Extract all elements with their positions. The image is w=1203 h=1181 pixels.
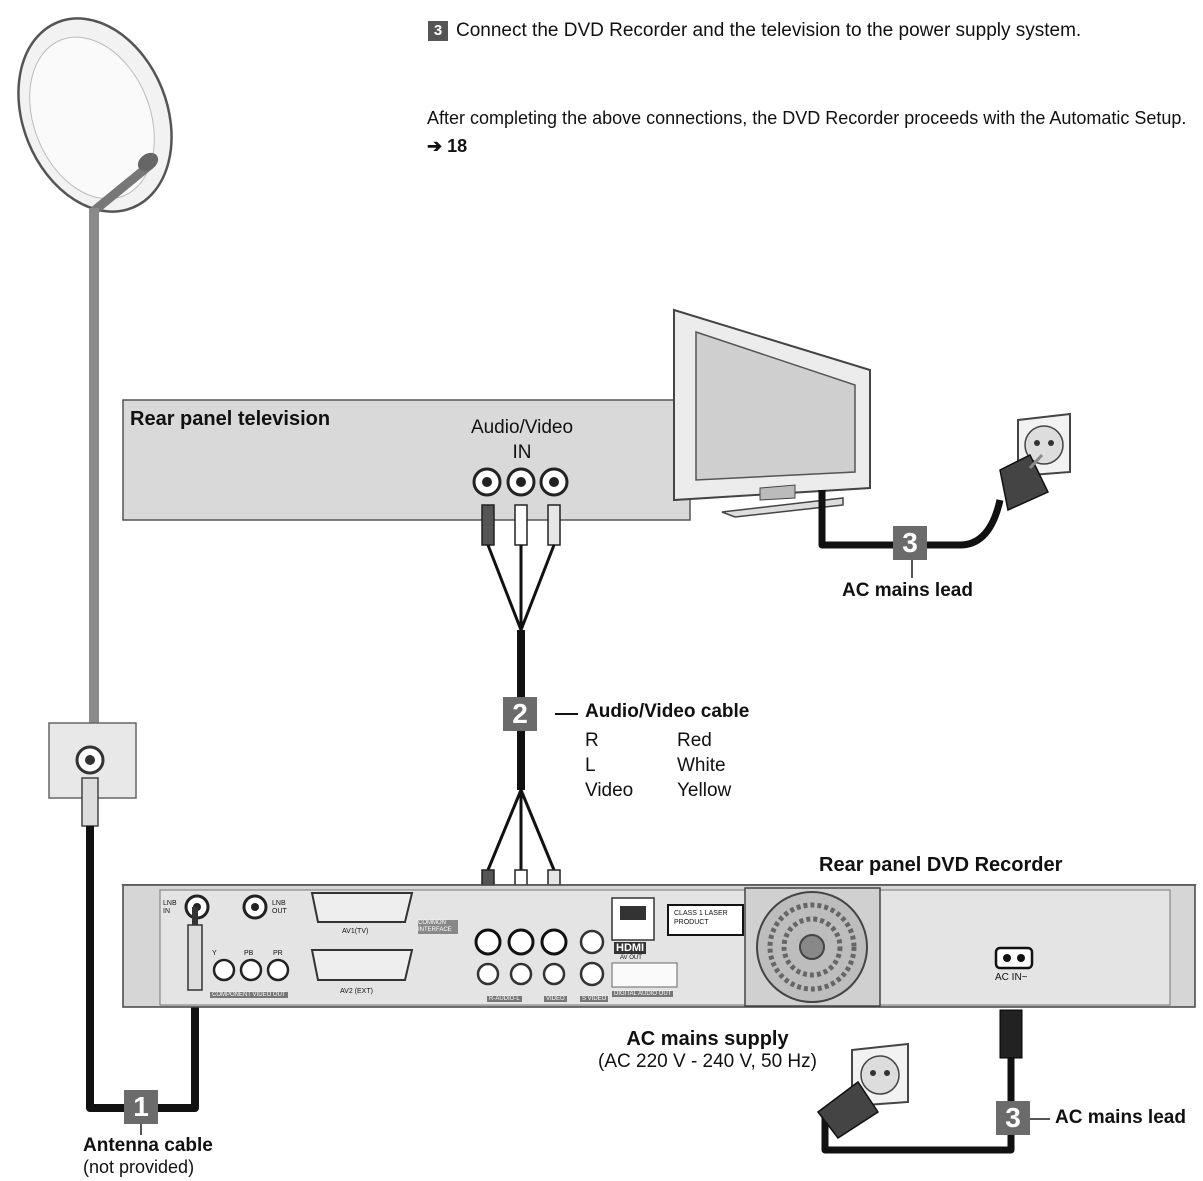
cable-code: R xyxy=(585,730,599,751)
cable-row-r: R Red xyxy=(585,728,731,753)
tv-rear-panel xyxy=(122,399,691,521)
common-interface-label: COMMON INTERFACE xyxy=(418,920,458,934)
ac-mains-lead-bottom-label: AC mains lead xyxy=(1055,1107,1186,1128)
pb-label: PB xyxy=(244,950,254,957)
av-in-label: Audio/Video IN xyxy=(452,415,592,465)
ac-supply-label: AC mains supply (AC 220 V - 240 V, 50 Hz… xyxy=(560,1028,855,1073)
cable-color: White xyxy=(677,755,726,776)
svideo-label: S VIDEO xyxy=(580,996,609,1002)
antenna-plug xyxy=(187,924,203,991)
audio-label: R-AUDIO-L xyxy=(487,996,522,1002)
hdmi-label: HDMI xyxy=(614,942,647,954)
av1-label: AV1(TV) xyxy=(342,928,369,935)
cable-color-table: R Red L White Video Yellow xyxy=(585,728,731,803)
tv-panel-title: Rear panel television xyxy=(130,408,331,430)
step-text: Connect the DVD Recorder and the televis… xyxy=(456,20,1082,41)
antenna-cable-note: (not provided) xyxy=(83,1157,195,1177)
cable-row-l: L White xyxy=(585,753,731,778)
cable-code: Video xyxy=(585,780,634,801)
cable-code: L xyxy=(585,755,596,776)
digital-audio-label: DIGITAL AUDIO OUT xyxy=(612,991,674,997)
satellite-dish-icon xyxy=(17,17,173,723)
step-3-badge-top: 3 xyxy=(893,526,927,560)
antenna-wall-socket xyxy=(48,722,137,827)
cable-color: Yellow xyxy=(677,780,732,801)
antenna-cable-title: Antenna cable xyxy=(83,1135,213,1156)
av-in-line2: IN xyxy=(512,442,532,463)
television-icon xyxy=(673,308,871,518)
dvd-power-plug xyxy=(999,1009,1023,1059)
power-plug-icon xyxy=(999,453,1050,512)
av-cable-label: Audio/Video cable xyxy=(585,701,750,722)
ac-supply-title: AC mains supply xyxy=(626,1028,789,1050)
step-instruction: 3 Connect the DVD Recorder and the televi… xyxy=(428,20,1081,42)
class1-label: CLASS 1 LASER PRODUCT xyxy=(674,910,728,926)
pr-label: PR xyxy=(273,950,283,957)
av-in-line1: Audio/Video xyxy=(470,417,574,438)
lnb-out-label: LNB OUT xyxy=(272,900,287,915)
dvd-panel-title: Rear panel DVD Recorder xyxy=(819,854,1063,876)
dvd-recorder-rear-panel xyxy=(121,884,1197,1008)
step-number-badge: 3 xyxy=(428,21,448,41)
video-label: VIDEO xyxy=(544,996,567,1002)
ac-in-label: AC IN~ xyxy=(995,972,1028,983)
component-label: COMPONENT VIDEO OUT xyxy=(210,992,288,998)
antenna-cable-label: Antenna cable (not provided) xyxy=(83,1135,213,1178)
cable-color: Red xyxy=(677,730,712,751)
ac-mains-lead-top-label: AC mains lead xyxy=(842,580,973,601)
step-3-badge-bottom: 3 xyxy=(996,1101,1030,1135)
y-label: Y xyxy=(212,950,217,957)
step-2-badge: 2 xyxy=(503,697,537,731)
power-plug-bottom-icon xyxy=(816,1080,880,1140)
after-connections-text: After completing the above connections, … xyxy=(427,104,1197,160)
hdmi-sub-label: AV OUT xyxy=(620,955,642,961)
cable-row-video: Video Yellow xyxy=(585,778,731,803)
step-1-badge: 1 xyxy=(124,1090,158,1124)
page-reference-link[interactable]: ➔ 18 xyxy=(427,136,468,156)
av2-label: AV2 (EXT) xyxy=(340,988,373,995)
lnb-in-label: LNB IN xyxy=(163,900,177,915)
after-text-body: After completing the above connections, … xyxy=(427,108,1187,128)
ac-supply-spec: (AC 220 V - 240 V, 50 Hz) xyxy=(598,1051,817,1072)
